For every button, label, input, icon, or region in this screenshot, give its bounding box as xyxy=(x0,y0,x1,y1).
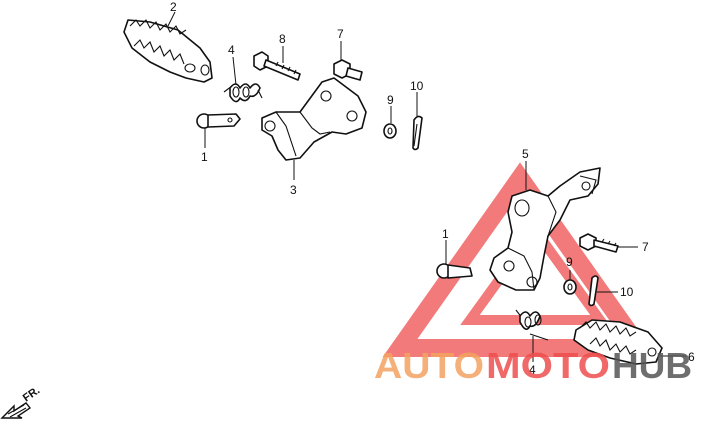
footpeg-lower xyxy=(573,319,663,365)
watermark-triangle-outer xyxy=(382,162,658,357)
callout-lower-footpeg: 6 xyxy=(688,350,695,364)
direction-indicator: FR. xyxy=(0,384,42,419)
cotter-upper xyxy=(412,115,423,151)
nut-upper xyxy=(333,59,363,81)
callout-lower-pin: 1 xyxy=(442,227,449,241)
callout-lower-washer: 9 xyxy=(566,255,573,269)
cotter-lower xyxy=(588,275,599,307)
footpeg-upper xyxy=(123,19,213,83)
watermark-text: AUTO MOTO HUB xyxy=(374,345,692,386)
pin-upper xyxy=(196,113,241,129)
callout-upper-bracket: 3 xyxy=(290,183,297,197)
callout-upper-cotter: 10 xyxy=(410,79,424,93)
bracket-lower xyxy=(489,167,601,291)
callout-lower-bolt: 7 xyxy=(642,240,649,254)
bolt-upper xyxy=(253,51,301,81)
spring-upper xyxy=(223,83,263,103)
callout-upper-bolt: 8 xyxy=(279,32,286,46)
front-arrow-icon xyxy=(0,402,32,419)
callout-upper-washer: 9 xyxy=(387,93,394,107)
watermark-text-hub: HUB xyxy=(612,345,692,386)
callout-lower-spring: 4 xyxy=(529,363,536,377)
callout-upper-footpeg: 2 xyxy=(170,0,177,14)
bracket-upper xyxy=(261,77,367,161)
callout-upper-spring: 4 xyxy=(228,43,235,57)
front-direction-label: FR. xyxy=(21,384,42,404)
washer-lower xyxy=(563,279,577,295)
watermark-text-auto: AUTO xyxy=(374,345,484,386)
callout-lower-bracket: 5 xyxy=(522,147,529,161)
pin-lower xyxy=(436,263,473,279)
callout-upper-nut: 7 xyxy=(337,27,344,41)
washer-upper xyxy=(383,123,397,139)
bolt-lower xyxy=(579,233,619,253)
spring-lower xyxy=(515,309,549,341)
callout-upper-pin: 1 xyxy=(201,150,208,164)
callout-lower-cotter: 10 xyxy=(620,285,634,299)
watermark-text-moto: MOTO xyxy=(486,345,610,386)
